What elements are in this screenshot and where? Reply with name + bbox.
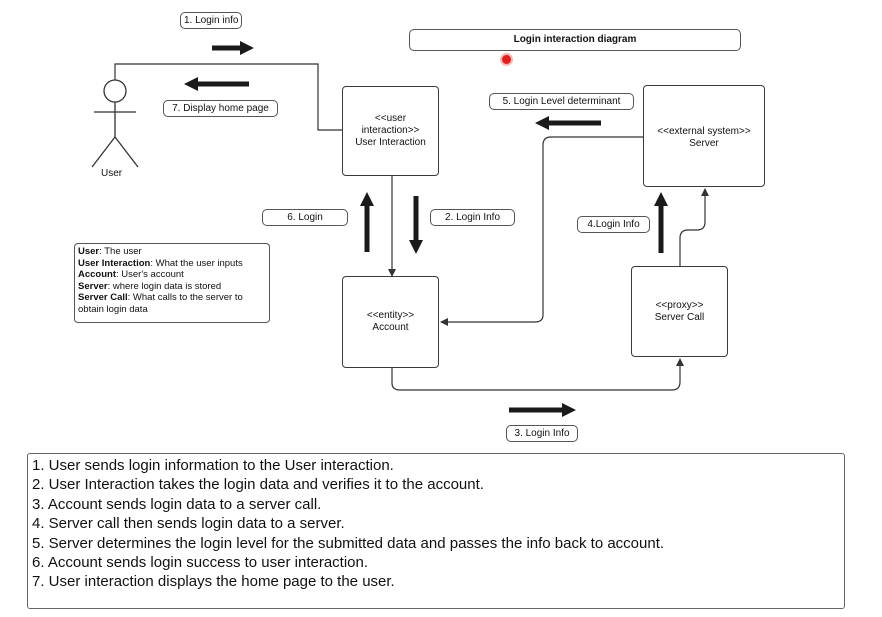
message-label-2: 2. Login Info xyxy=(430,209,515,226)
node-server-call-stereotype: <<proxy>> xyxy=(655,299,704,311)
legend-item: User Interaction: What the user inputs xyxy=(78,257,243,269)
node-server-call-name: Server Call xyxy=(654,311,705,323)
legend-item: Server Call: What calls to the server to… xyxy=(78,292,243,315)
message-label-5: 5. Login Level determinant xyxy=(489,93,634,110)
step-item: 4. Server call then sends login data to … xyxy=(32,515,345,533)
legend-box: User: The user User Interaction: What th… xyxy=(74,243,270,323)
connector-servercall-to-server xyxy=(679,188,709,266)
node-user-interaction-name: User Interaction xyxy=(355,137,426,148)
step-item: 1. User sends login information to the U… xyxy=(32,457,394,474)
steps-description-box: 1. User sends login information to the U… xyxy=(27,453,845,609)
node-server-name: Server xyxy=(689,138,719,149)
connector-account-to-servercall xyxy=(391,358,684,391)
step-item: 5. Server determines the login level for… xyxy=(32,534,665,552)
diagram-title: Login interaction diagram xyxy=(409,29,741,51)
legend-item: Server: where login data is stored xyxy=(78,280,222,292)
step-item: 6. Account sends login success to user i… xyxy=(32,554,369,572)
connector-user-to-interaction xyxy=(114,63,342,131)
node-server-stereotype: <<external system>> xyxy=(657,126,751,137)
node-server: <<external system>> Server xyxy=(643,85,765,187)
step-item: 2. User Interaction takes the login data… xyxy=(32,476,484,494)
node-account: <<entity>> Account xyxy=(342,276,439,368)
diagram-connectors xyxy=(91,41,709,417)
step-item: 3. Account sends login data to a server … xyxy=(32,495,322,513)
node-user-interaction-stereotype: <<user interaction>> xyxy=(361,113,420,136)
legend-item: User: The user xyxy=(78,246,142,257)
login-interaction-diagram: Login interaction diagram User 1. Login … xyxy=(74,12,765,442)
message-label-7: 7. Display home page xyxy=(163,100,278,117)
node-user-interaction: <<user interaction>> User Interaction xyxy=(342,86,439,176)
message-label-6: 6. Login xyxy=(262,209,348,226)
user-actor-figure xyxy=(91,79,139,168)
message-label-3: 3. Login Info xyxy=(506,425,578,442)
actor-label: User xyxy=(101,168,123,179)
message-label-4: 4.Login Info xyxy=(577,216,650,233)
node-account-stereotype: <<entity>> xyxy=(366,310,415,321)
node-server-call: <<proxy>> Server Call xyxy=(631,266,728,357)
connector-server-to-account xyxy=(440,136,643,326)
step-item: 7. User interaction displays the home pa… xyxy=(32,573,395,591)
cursor-indicator xyxy=(502,55,511,64)
legend-item: Account: User's account xyxy=(78,269,184,281)
node-account-name: Account xyxy=(372,322,409,333)
message-label-1: 1. Login info xyxy=(180,12,242,29)
